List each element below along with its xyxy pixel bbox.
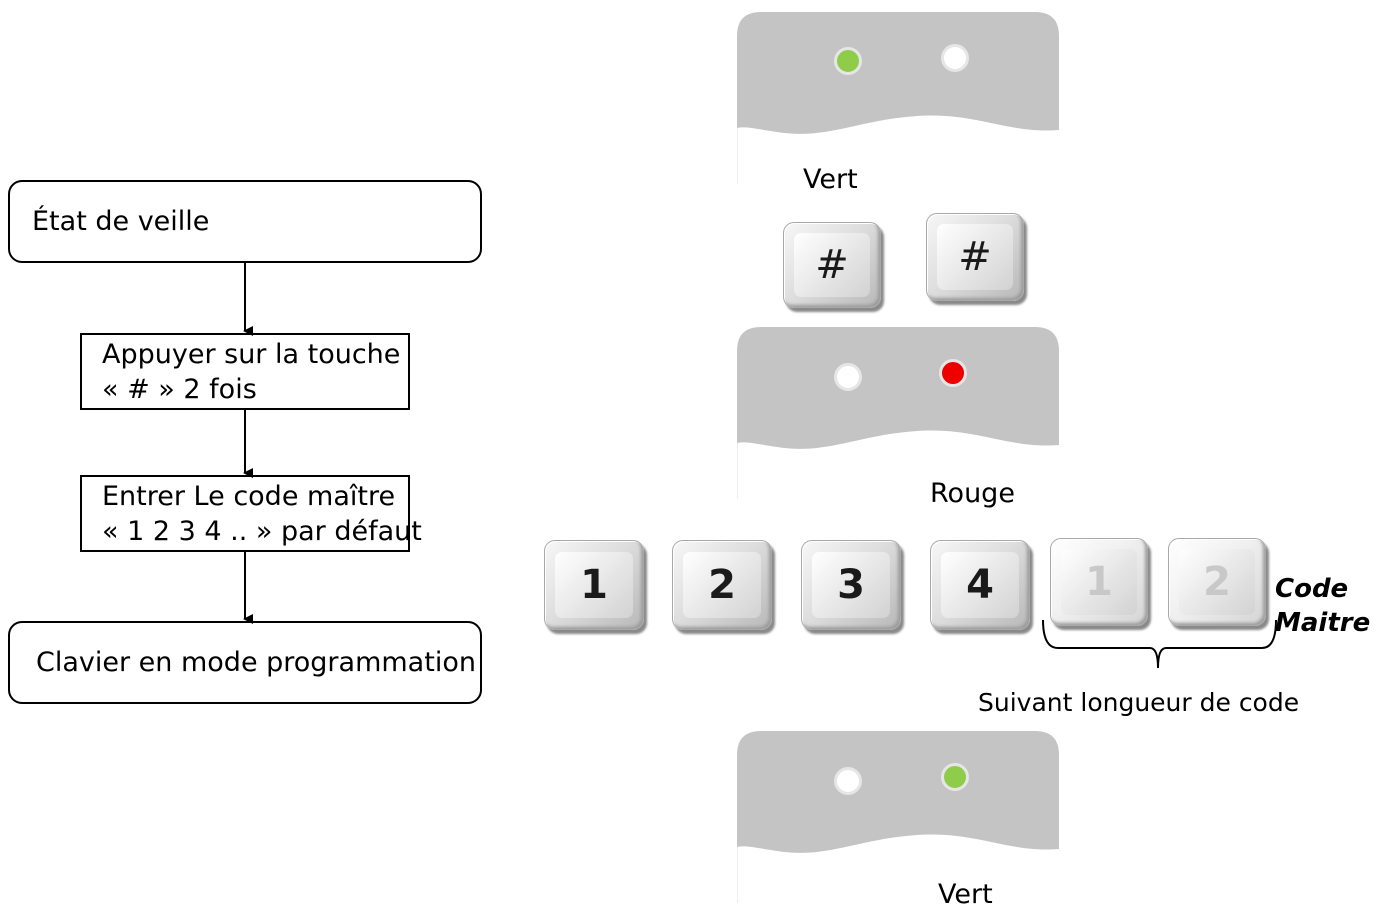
digit-key-3-label: 3	[811, 551, 891, 619]
code-length-caption: Suivant longueur de code	[978, 688, 1300, 717]
optional-digit-key-1-label: 1	[1060, 549, 1138, 615]
hash-key-2: #	[926, 213, 1024, 301]
led-top-left	[834, 47, 862, 75]
digit-key-1: 1	[544, 540, 644, 630]
digit-key-1-label: 1	[554, 551, 634, 619]
flow-step-standby: État de veille	[8, 180, 482, 263]
flow-step-programming-mode-text: Clavier en mode programmation	[36, 647, 476, 678]
digit-key-2-label: 2	[682, 551, 762, 619]
keypad-panel-middle: Rouge	[737, 327, 1059, 509]
digit-key-4: 4	[930, 540, 1030, 630]
optional-digit-key-2: 2	[1168, 538, 1266, 626]
flow-step-enter-code: Entrer Le code maître « 1 2 3 4 .. » par…	[80, 475, 422, 552]
led-top-right	[941, 44, 969, 72]
led-bottom-right	[941, 763, 969, 791]
hash-key-2-label: #	[936, 224, 1014, 290]
flow-step-press-hash: Appuyer sur la touche « # » 2 fois	[80, 333, 410, 410]
flow-step-enter-code-line2: « 1 2 3 4 .. » par défaut	[102, 515, 422, 547]
optional-digit-key-2-label: 2	[1178, 549, 1256, 615]
flow-step-press-hash-line1: Appuyer sur la touche	[102, 338, 401, 370]
digit-key-2: 2	[672, 540, 772, 630]
led-middle-left	[834, 363, 862, 391]
code-maitre-line1: Code	[1275, 574, 1349, 604]
optional-digit-key-1: 1	[1050, 538, 1148, 626]
hash-key-1: #	[783, 222, 881, 308]
flow-step-standby-text: État de veille	[32, 206, 210, 237]
led-bottom-left	[834, 767, 862, 795]
flow-step-programming-mode: Clavier en mode programmation	[8, 621, 482, 704]
flow-step-press-hash-line2: « # » 2 fois	[102, 373, 257, 405]
panel-top-label: Vert	[803, 164, 858, 195]
code-maitre-line2: Maitre	[1275, 608, 1371, 638]
keypad-panel-middle-shape	[737, 327, 1059, 499]
keypad-panel-top-shape	[737, 12, 1059, 184]
led-middle-right	[939, 359, 967, 387]
panel-middle-label: Rouge	[930, 478, 1015, 509]
flow-step-enter-code-line1: Entrer Le code maître	[102, 480, 396, 512]
code-maitre-label: Code Maitre	[1275, 572, 1370, 640]
keypad-panel-top: Vert	[737, 12, 1059, 195]
code-length-brace	[1042, 619, 1277, 669]
digit-key-4-label: 4	[940, 551, 1020, 619]
digit-key-3: 3	[801, 540, 901, 630]
panel-bottom-label: Vert	[938, 879, 993, 910]
keypad-panel-bottom-shape	[737, 731, 1059, 903]
hash-key-1-label: #	[793, 233, 871, 297]
keypad-panel-bottom: Vert	[737, 731, 1059, 912]
